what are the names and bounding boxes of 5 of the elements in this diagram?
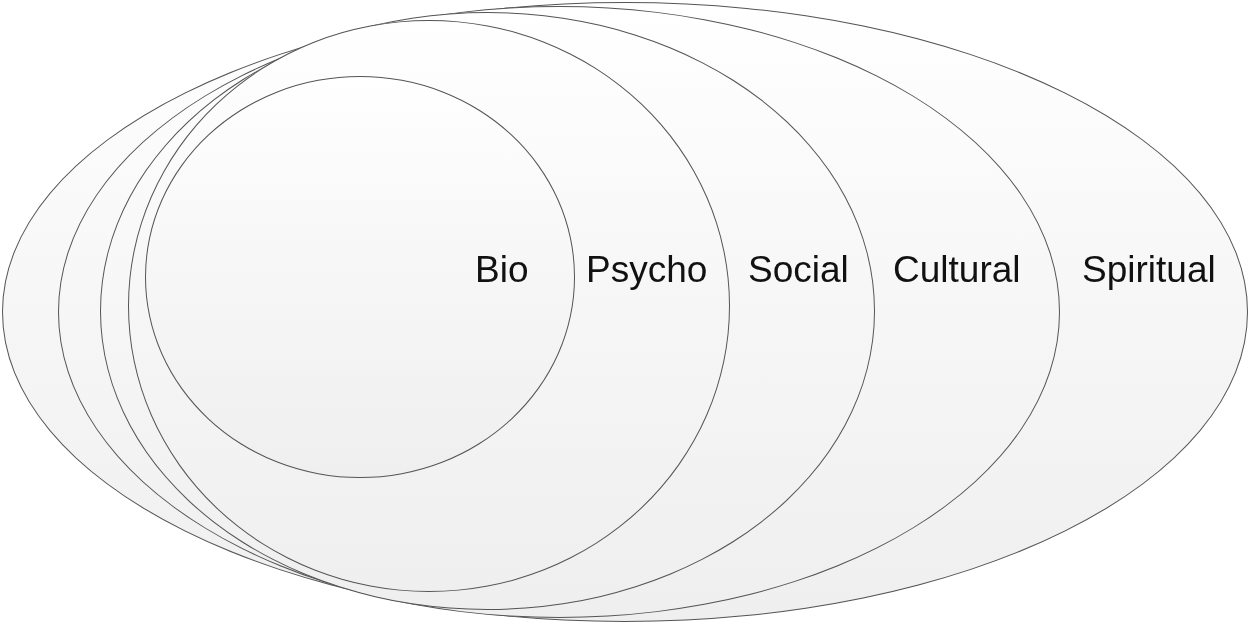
layer-label: Bio	[475, 248, 529, 292]
layer-label: Psycho	[586, 248, 708, 292]
layer-label: Spiritual	[1082, 248, 1216, 292]
layer-label: Cultural	[893, 248, 1021, 292]
layer-label: Social	[748, 248, 849, 292]
